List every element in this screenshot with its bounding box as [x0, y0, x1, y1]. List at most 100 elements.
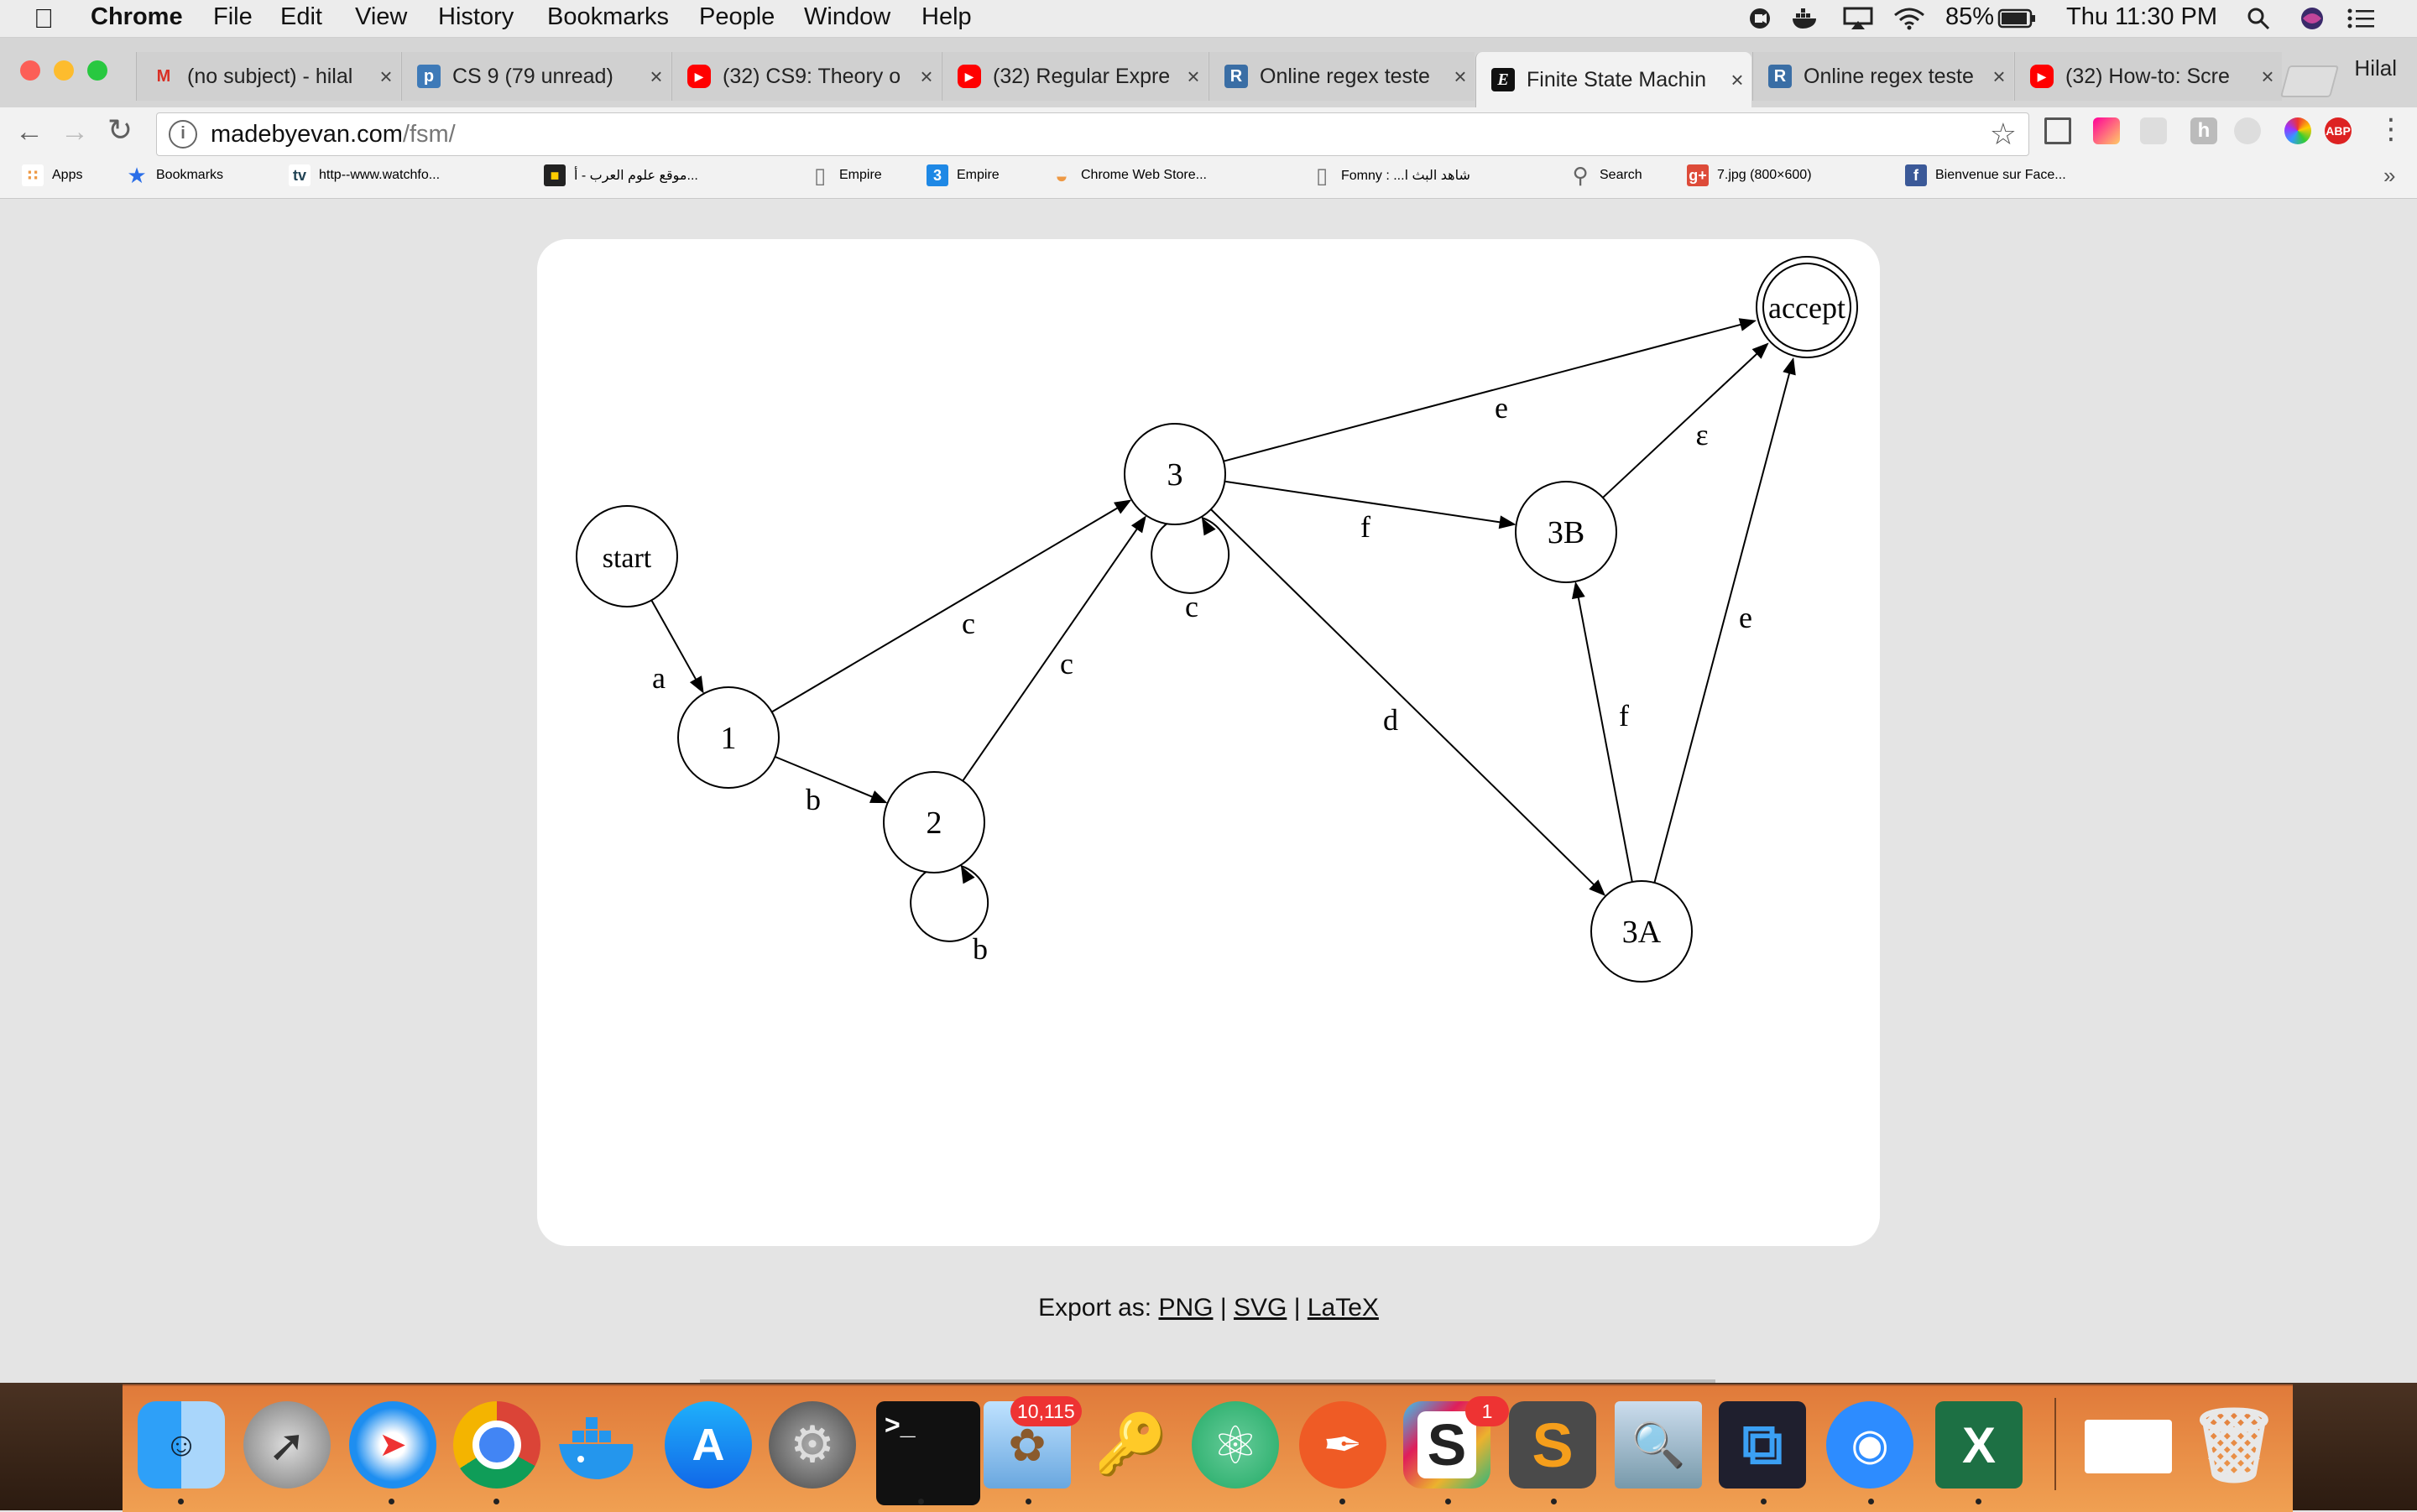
vscode-icon[interactable]: ⧉: [1719, 1401, 1806, 1489]
transition-label[interactable]: e: [1495, 391, 1508, 425]
export-png-link[interactable]: PNG: [1158, 1294, 1214, 1322]
bookmark-item[interactable]: ⚲Search: [1569, 163, 1642, 188]
tab-close-icon[interactable]: ×: [650, 63, 663, 89]
tab-close-icon[interactable]: ×: [1731, 66, 1744, 92]
atom-icon[interactable]: ⚛: [1192, 1401, 1279, 1489]
tab-close-icon[interactable]: ×: [1187, 63, 1200, 89]
extension-h-icon[interactable]: h: [2190, 117, 2217, 144]
minimize-window-button[interactable]: [54, 60, 74, 81]
sublime-text-icon[interactable]: S: [1509, 1401, 1596, 1489]
fsm-transition[interactable]: [775, 755, 888, 804]
zoom-window-button[interactable]: [87, 60, 107, 81]
downloads-stack-icon[interactable]: [2085, 1420, 2172, 1473]
app-store-icon[interactable]: A: [665, 1401, 752, 1489]
wifi-icon[interactable]: [1893, 7, 1925, 30]
transition-label[interactable]: c: [1185, 590, 1198, 623]
bookmark-item[interactable]: ★Bookmarks: [126, 163, 223, 188]
menu-file[interactable]: File: [213, 3, 253, 30]
bookmark-item[interactable]: ◒Chrome Web Store...: [1051, 163, 1207, 188]
tab-close-icon[interactable]: ×: [920, 63, 933, 89]
fsm-state[interactable]: 3B: [1515, 481, 1617, 583]
keychain-icon[interactable]: 🔑: [1094, 1411, 1168, 1477]
fsm-transition[interactable]: [1602, 342, 1769, 498]
tab-close-icon[interactable]: ×: [1992, 63, 2006, 89]
terminal-icon[interactable]: >_: [876, 1401, 980, 1505]
notification-center-icon[interactable]: [2347, 7, 2377, 30]
extension-capture-icon[interactable]: [2044, 117, 2071, 144]
back-arrow-icon[interactable]: ←: [15, 116, 44, 148]
forward-arrow-icon[interactable]: →: [60, 116, 89, 148]
fsm-transition[interactable]: [1151, 517, 1230, 594]
export-svg-link[interactable]: SVG: [1233, 1294, 1287, 1322]
bookmark-item[interactable]: ∷Apps: [22, 164, 82, 186]
transition-label[interactable]: f: [1360, 510, 1370, 544]
finder-icon[interactable]: ☺: [138, 1401, 225, 1489]
new-tab-button[interactable]: [2279, 65, 2340, 97]
chrome-icon[interactable]: [453, 1401, 540, 1489]
transition-label[interactable]: a: [652, 661, 666, 695]
menu-bookmarks[interactable]: Bookmarks: [547, 3, 670, 30]
browser-tab[interactable]: ▶(32) CS9: Theory o×: [671, 52, 941, 101]
safari-icon[interactable]: ➤: [349, 1401, 436, 1489]
fsm-transition[interactable]: [1572, 581, 1633, 883]
postman-icon[interactable]: ✒: [1299, 1401, 1386, 1489]
fsm-transition[interactable]: [771, 499, 1132, 713]
tab-close-icon[interactable]: ×: [379, 63, 393, 89]
bookmark-item[interactable]: ■موقع علوم العرب - أ...: [544, 164, 698, 186]
extension-gray-icon[interactable]: [2140, 117, 2167, 144]
system-preferences-icon[interactable]: ⚙: [769, 1401, 856, 1489]
menu-history[interactable]: History: [438, 3, 514, 30]
reload-icon[interactable]: ↻: [107, 112, 133, 147]
app-menu[interactable]: Chrome: [91, 3, 183, 30]
trash-icon[interactable]: 🗑: [2188, 1405, 2280, 1486]
transition-label[interactable]: ε: [1695, 418, 1708, 451]
screen-record-icon[interactable]: [1747, 7, 1772, 30]
excel-icon[interactable]: X: [1935, 1401, 2023, 1489]
bookmark-item[interactable]: ▯Fomny : ...شاهد البث ا: [1311, 163, 1470, 188]
fsm-transition[interactable]: [1210, 508, 1606, 896]
export-latex-link[interactable]: LaTeX: [1307, 1294, 1379, 1322]
menu-edit[interactable]: Edit: [280, 3, 322, 30]
tab-close-icon[interactable]: ×: [1454, 63, 1467, 89]
fsm-state[interactable]: 2: [883, 771, 985, 873]
menu-people[interactable]: People: [699, 3, 775, 30]
transition-label[interactable]: b: [806, 783, 821, 816]
fsm-transition[interactable]: [1224, 480, 1516, 529]
transition-label[interactable]: c: [1060, 647, 1073, 680]
fsm-transition[interactable]: [1223, 318, 1757, 462]
airplay-icon[interactable]: [1843, 7, 1873, 30]
fsm-transition[interactable]: [1653, 357, 1796, 884]
browser-tab[interactable]: M(no subject) - hilal×: [136, 52, 400, 101]
siri-icon[interactable]: [2300, 7, 2325, 30]
fsm-state[interactable]: 3A: [1590, 880, 1693, 983]
extension-color-icon[interactable]: [2093, 117, 2120, 144]
browser-tab[interactable]: ▶(32) Regular Expre×: [942, 52, 1208, 101]
launchpad-icon[interactable]: ➚: [243, 1401, 331, 1489]
battery-icon[interactable]: [1997, 7, 2036, 30]
transition-label[interactable]: b: [973, 932, 988, 966]
transition-label[interactable]: d: [1383, 703, 1398, 737]
chrome-menu-icon[interactable]: ⋮: [2377, 113, 2405, 145]
bookmarks-overflow-icon[interactable]: »: [2383, 163, 2396, 188]
bookmark-star-icon[interactable]: ☆: [1989, 117, 2017, 151]
fsm-state[interactable]: start: [576, 505, 678, 607]
menu-view[interactable]: View: [355, 3, 408, 30]
fsm-transition[interactable]: [650, 599, 704, 694]
profile-name[interactable]: Hilal: [2354, 55, 2397, 81]
extension-colorwheel-icon[interactable]: [2284, 117, 2311, 144]
adblock-plus-icon[interactable]: ABP: [2325, 117, 2352, 144]
address-bar[interactable]: i madebyevan.com/fsm/ ☆: [156, 112, 2029, 156]
transition-label[interactable]: f: [1619, 699, 1629, 733]
apple-menu-icon[interactable]: : [34, 3, 54, 34]
extension-circle-icon[interactable]: [2234, 117, 2261, 144]
docker-icon[interactable]: [556, 1401, 643, 1489]
spotlight-search-icon[interactable]: [2246, 7, 2271, 30]
fsm-transition[interactable]: [910, 865, 989, 942]
tab-close-icon[interactable]: ×: [2261, 63, 2274, 89]
fsm-state[interactable]: 3: [1124, 423, 1226, 525]
